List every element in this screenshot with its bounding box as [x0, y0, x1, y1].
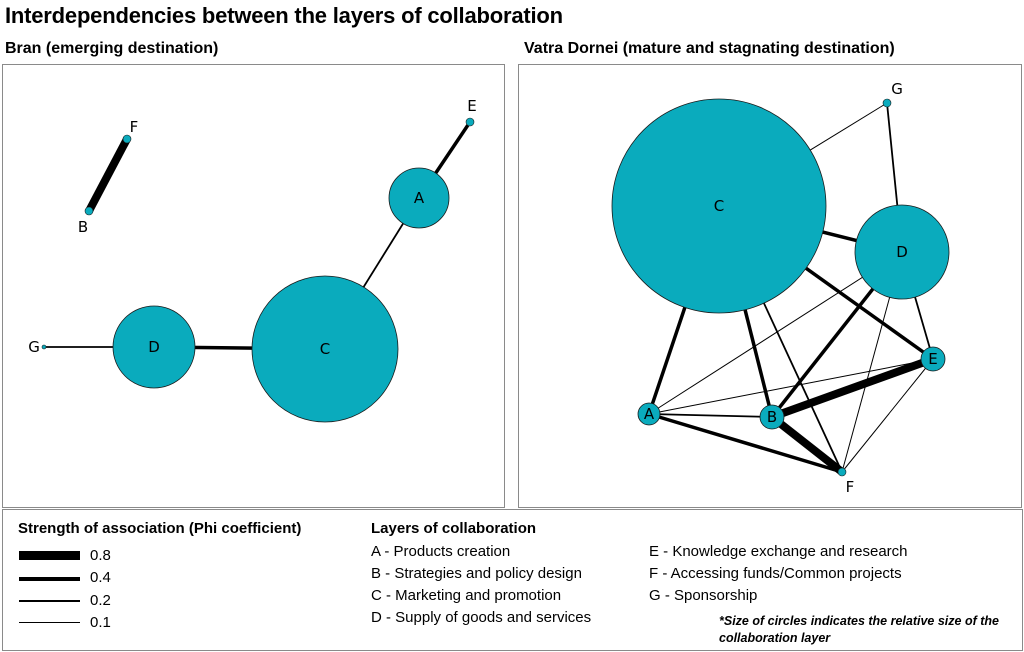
panel-title-vatra-dornei: Vatra Dornei (mature and stagnating dest…	[524, 40, 895, 57]
strength-line-0.2	[19, 600, 80, 602]
strength-label-0.2: 0.2	[90, 592, 111, 609]
node-label-c: C	[714, 197, 724, 215]
panel-title-bran: Bran (emerging destination)	[5, 40, 219, 57]
legend: Strength of association (Phi coefficient…	[2, 509, 1023, 651]
node-b	[84, 206, 94, 216]
node-f	[837, 467, 847, 477]
node-label-e: E	[928, 350, 937, 368]
node-label-d: D	[896, 243, 908, 261]
node-label-f: F	[130, 118, 139, 136]
layer-item-f: F - Accessing funds/Common projects	[649, 565, 902, 582]
strength-label-0.8: 0.8	[90, 547, 111, 564]
edge-a-e	[648, 358, 934, 415]
layers-legend-title: Layers of collaboration	[371, 520, 537, 537]
node-label-a: A	[414, 189, 425, 207]
node-a	[388, 167, 450, 229]
edge-b-e	[770, 355, 935, 421]
node-label-d: D	[148, 338, 160, 356]
strength-line-0.4	[19, 577, 80, 581]
strength-label-0.4: 0.4	[90, 569, 111, 586]
edge-b-f	[769, 413, 845, 476]
strength-line-0.8	[19, 551, 80, 560]
node-d	[112, 305, 196, 389]
node-label-b: B	[78, 218, 88, 236]
node-g	[41, 344, 47, 350]
node-c	[251, 275, 399, 423]
edge-e-f	[841, 358, 934, 473]
node-e	[920, 346, 946, 372]
vatra-dornei-network-panel: A B C D E F G	[518, 64, 1022, 508]
node-label-b: B	[767, 408, 777, 426]
node-label-g: G	[28, 338, 40, 356]
node-g	[882, 98, 892, 108]
edge-b-f	[85, 137, 131, 213]
node-e	[465, 117, 475, 127]
layer-item-a: A - Products creation	[371, 543, 511, 560]
page-title: Interdependencies between the layers of …	[5, 3, 563, 28]
node-label-a: A	[644, 405, 655, 423]
edge-a-b	[648, 413, 773, 418]
layer-item-g: G - Sponsorship	[649, 587, 758, 604]
strength-line-0.1	[19, 622, 80, 623]
edge-a-f	[648, 412, 843, 474]
node-label-g: G	[891, 80, 903, 98]
layer-item-c: C - Marketing and promotion	[371, 587, 562, 604]
strength-label-0.1: 0.1	[90, 614, 111, 631]
layer-item-d: D - Supply of goods and services	[371, 609, 592, 626]
node-c	[611, 98, 827, 314]
node-f	[122, 134, 132, 144]
circle-size-note: *Size of circles indicates the relative …	[719, 614, 999, 645]
bran-network-panel: A B C D E F G	[2, 64, 505, 508]
node-label-c: C	[320, 340, 330, 358]
strength-legend-title: Strength of association (Phi coefficient…	[18, 520, 302, 537]
node-label-f: F	[846, 478, 855, 496]
node-d	[854, 204, 950, 300]
node-b	[759, 404, 785, 430]
vatra-dornei-network-graph: A B C D E F G	[611, 80, 950, 496]
layer-item-e: E - Knowledge exchange and research	[649, 543, 908, 560]
layer-item-b: B - Strategies and policy design	[371, 565, 582, 582]
bran-network-graph: A B C D E F G	[28, 97, 477, 423]
node-label-e: E	[467, 97, 476, 115]
node-a	[637, 402, 661, 426]
edge-d-a	[648, 251, 903, 415]
